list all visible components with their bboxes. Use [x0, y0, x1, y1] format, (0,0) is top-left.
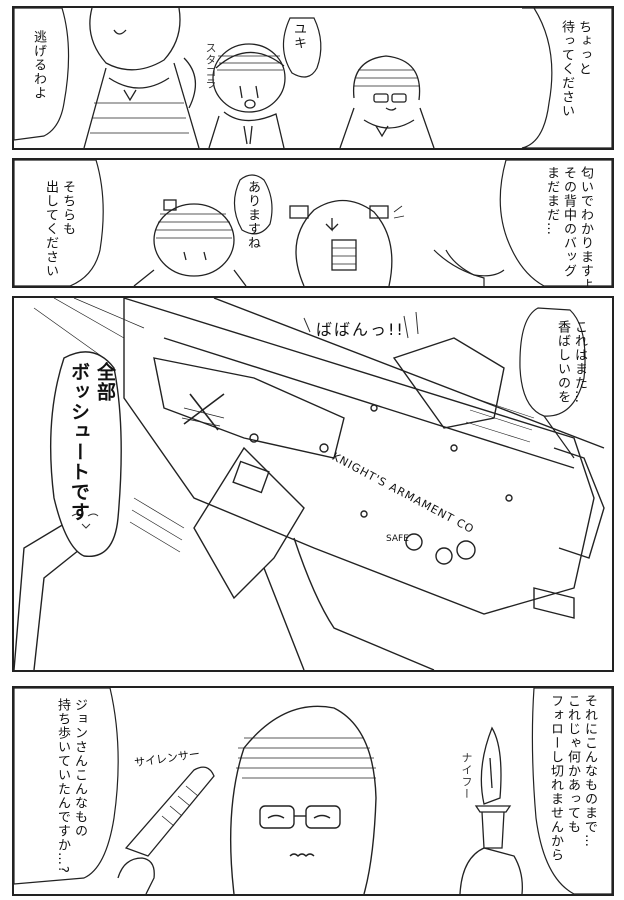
bubble-tail — [433, 249, 485, 286]
character-blonde-girl — [83, 8, 200, 148]
bubble-follow — [531, 688, 612, 894]
bubble-smell — [499, 160, 612, 286]
character-short-hair-girl — [133, 199, 247, 286]
face-doodle — [71, 513, 99, 529]
speech-line: 逃げるわよ — [31, 30, 46, 100]
speech-line: まだまだ… — [544, 166, 559, 236]
sfx-sutakora: スタコラ — [204, 42, 217, 90]
speech-line: その背中のバッグ — [561, 166, 576, 278]
speech-line: 待ってください — [559, 20, 574, 118]
character-glasses-girl — [339, 55, 435, 148]
speech-line: 匂いでわかりますよ — [578, 166, 593, 288]
speech-line: 出してください — [43, 180, 58, 278]
suppressor-illustration — [117, 766, 215, 894]
rifle-receiver-illustration — [14, 298, 605, 670]
speech-line: 持ち歩いていたんですか…? — [55, 698, 70, 874]
speech-escape: 逃げるわよ — [30, 30, 47, 100]
panel-2-art — [14, 160, 612, 286]
speech-take-out: そちらも 出してください — [42, 180, 76, 278]
bubble-carry — [14, 688, 119, 885]
speech-line: ちょっと — [576, 20, 591, 76]
speech-follow: それにこんなものまで… これじゃ何かあっても フォローし切れませんから — [547, 694, 598, 862]
panel-4: それにこんなものまで… これじゃ何かあっても フォローし切れませんから ジョンさ… — [12, 686, 614, 896]
speech-line: ジョンさんこんなもの — [72, 698, 87, 838]
panel-1-art — [14, 8, 612, 148]
speech-line: ユキ — [291, 22, 306, 50]
character-glasses-boy — [229, 705, 377, 894]
panel-1: ちょっと 待ってください ユキ 逃げるわよ スタコラ — [12, 6, 614, 150]
speech-carry: ジョンさんこんなもの 持ち歩いていたんですか…? — [54, 698, 88, 874]
speech-fragrant: これはまた… 香ばしいのを — [554, 320, 588, 404]
bubble-yuki — [282, 17, 322, 78]
speech-smell: 匂いでわかりますよ その背中のバッグ まだまだ… — [543, 166, 594, 288]
speech-line: ありますね — [245, 180, 260, 250]
hand — [445, 249, 505, 277]
bubble-confiscate — [49, 351, 122, 558]
knife-illustration — [459, 726, 523, 894]
speech-line: ボッシュートです — [68, 362, 90, 522]
selector-safe-label: SAFE — [386, 534, 409, 544]
bubble-wait — [521, 8, 612, 148]
panel-3-art — [14, 298, 605, 670]
panel-2: 匂いでわかりますよ その背中のバッグ まだまだ… ありますね そちらも 出してく… — [12, 158, 614, 288]
speech-line: これじゃ何かあっても — [565, 694, 580, 834]
speech-line: 全部 — [94, 362, 116, 402]
speech-wait: ちょっと 待ってください — [558, 20, 592, 118]
sfx-babban: ばばんっ!! — [316, 320, 405, 339]
character-short-hair-girl — [208, 43, 286, 148]
speech-confiscate: 全部 ボッシュートです — [66, 362, 118, 522]
speech-line: これはまた… — [572, 320, 587, 404]
bubble-there — [233, 174, 273, 235]
panel-3: これはまた… 香ばしいのを 全部 ボッシュートです ばばんっ!! KNIGHT'… — [12, 296, 614, 672]
panel-4-art — [14, 688, 612, 894]
sfx-knife: ナイフー — [460, 752, 473, 800]
speech-yuki: ユキ — [290, 22, 307, 50]
speech-line: それにこんなものまで… — [582, 694, 597, 848]
speech-there: ありますね — [244, 180, 261, 250]
bubble-escape — [14, 8, 70, 141]
bubble-tail — [543, 415, 575, 459]
speech-line: 香ばしいのを — [555, 320, 570, 404]
character-blonde-girl — [289, 199, 405, 286]
bubble-take-out — [14, 160, 104, 286]
speech-line: フォローし切れませんから — [548, 694, 563, 862]
sfx-lines — [303, 311, 419, 339]
speech-line: そちらも — [60, 180, 75, 236]
